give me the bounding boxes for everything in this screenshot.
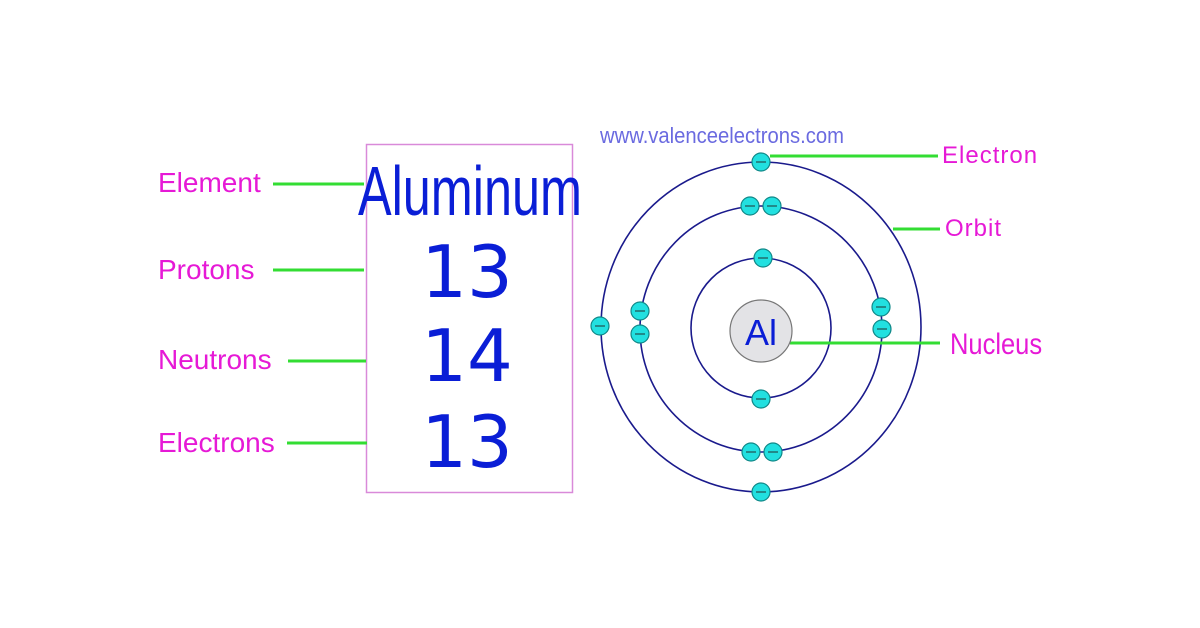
card-border (365, 143, 574, 494)
electron (762, 196, 782, 216)
electron (763, 442, 783, 462)
element-label: Element (158, 167, 261, 198)
electron (630, 324, 650, 344)
neutrons-label: Neutrons (158, 344, 272, 375)
website-url: www.valenceelectrons.com (599, 124, 844, 148)
nucleus-label: Nucleus (950, 327, 1042, 360)
electron (751, 389, 771, 409)
electron (740, 196, 760, 216)
neutrons-value: 14 (421, 314, 513, 398)
protons-value: 13 (421, 230, 513, 314)
protons-label: Protons (158, 254, 255, 285)
nucleus-symbol: Al (745, 312, 777, 353)
electron (753, 248, 773, 268)
electron (751, 482, 771, 502)
electron (872, 319, 892, 339)
electrons-label: Electrons (158, 427, 275, 458)
info-card: Aluminum 13 14 13 Element Protons Neutro… (158, 143, 582, 494)
electron (751, 152, 771, 172)
electron-label: Electron (942, 142, 1038, 169)
element-name: Aluminum (358, 152, 582, 230)
bohr-model: Al (590, 152, 940, 502)
electron (590, 316, 610, 336)
electron (630, 301, 650, 321)
nucleus (729, 299, 793, 363)
electron (741, 442, 761, 462)
electrons-value: 13 (421, 400, 513, 484)
orbit-label: Orbit (945, 215, 1002, 242)
electron (871, 297, 891, 317)
